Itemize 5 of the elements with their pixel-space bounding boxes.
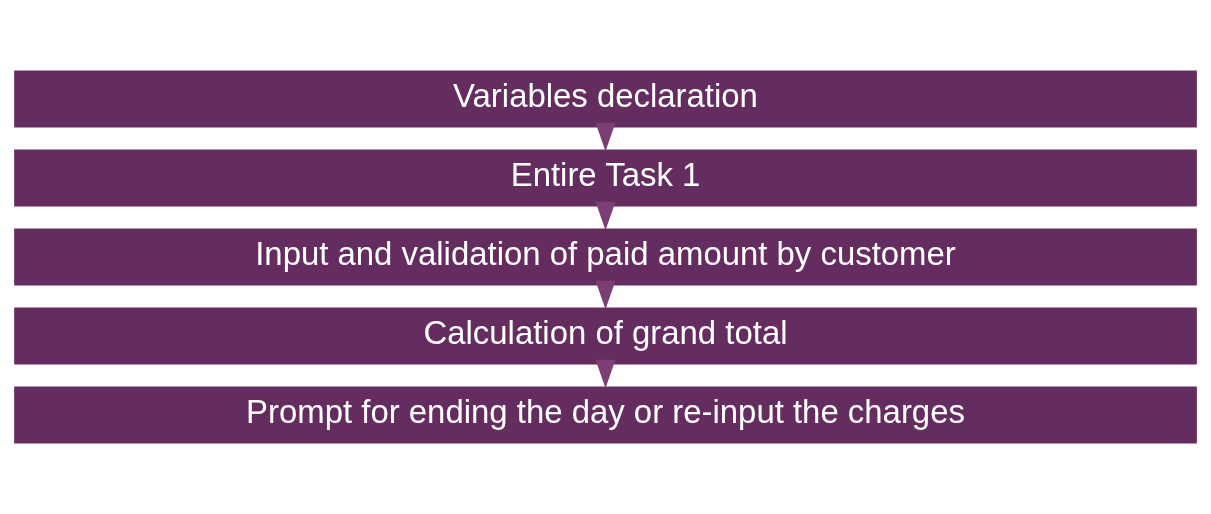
arrow [595, 122, 616, 152]
node-box: Prompt for ending the day or re-input the charges [11, 384, 1200, 446]
arrow [595, 280, 616, 310]
arrow [595, 359, 616, 389]
arrow [595, 201, 616, 231]
